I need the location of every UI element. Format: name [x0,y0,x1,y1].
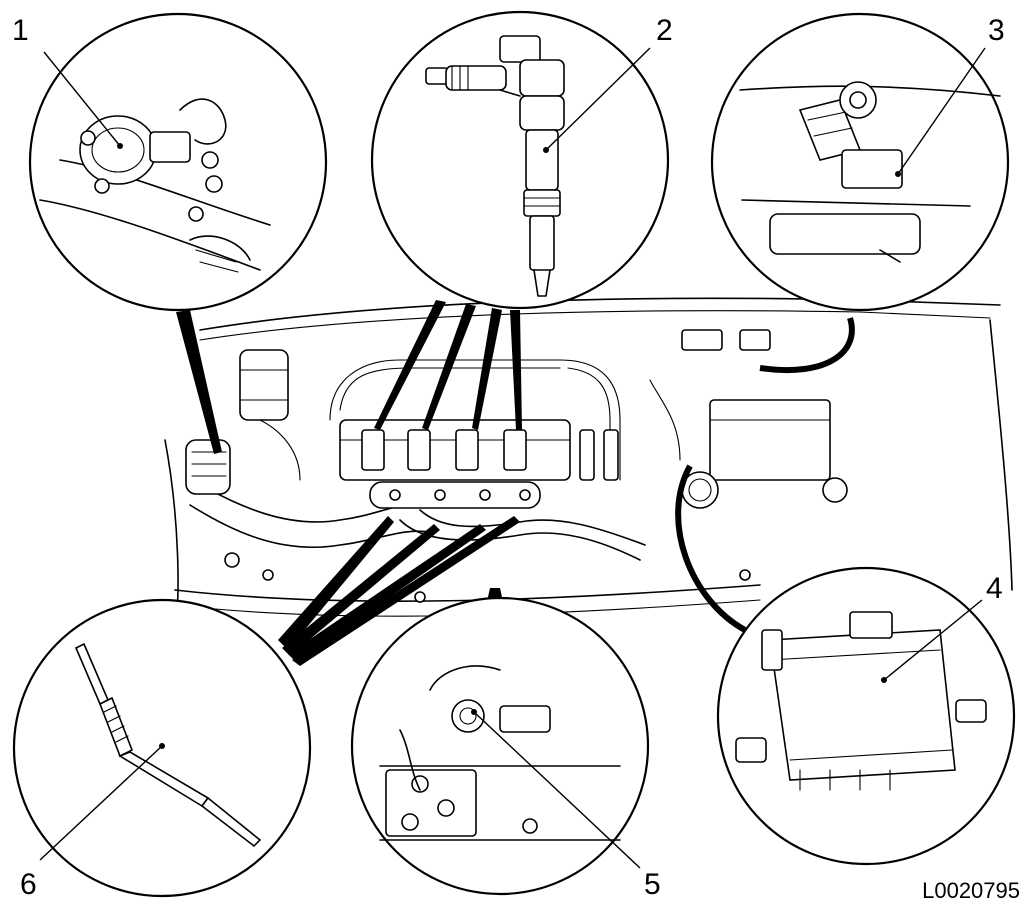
callout-leaders [39,47,986,869]
callout-number-1: 1 [12,14,29,47]
detail-circle-4 [716,566,1016,866]
leader-wedges [176,300,855,666]
callout-number-6: 6 [20,868,37,901]
callout-number-5: 5 [644,868,661,901]
detail-circle-2 [370,10,670,310]
detail-circle-5 [350,596,650,896]
callout-number-4: 4 [986,572,1003,605]
figure-reference-code: L0020795 [922,878,1020,903]
callout-number-3: 3 [988,14,1005,47]
detail-circle-3 [710,12,1010,312]
detail-circle-1 [28,12,328,312]
callout-number-2: 2 [656,14,673,47]
